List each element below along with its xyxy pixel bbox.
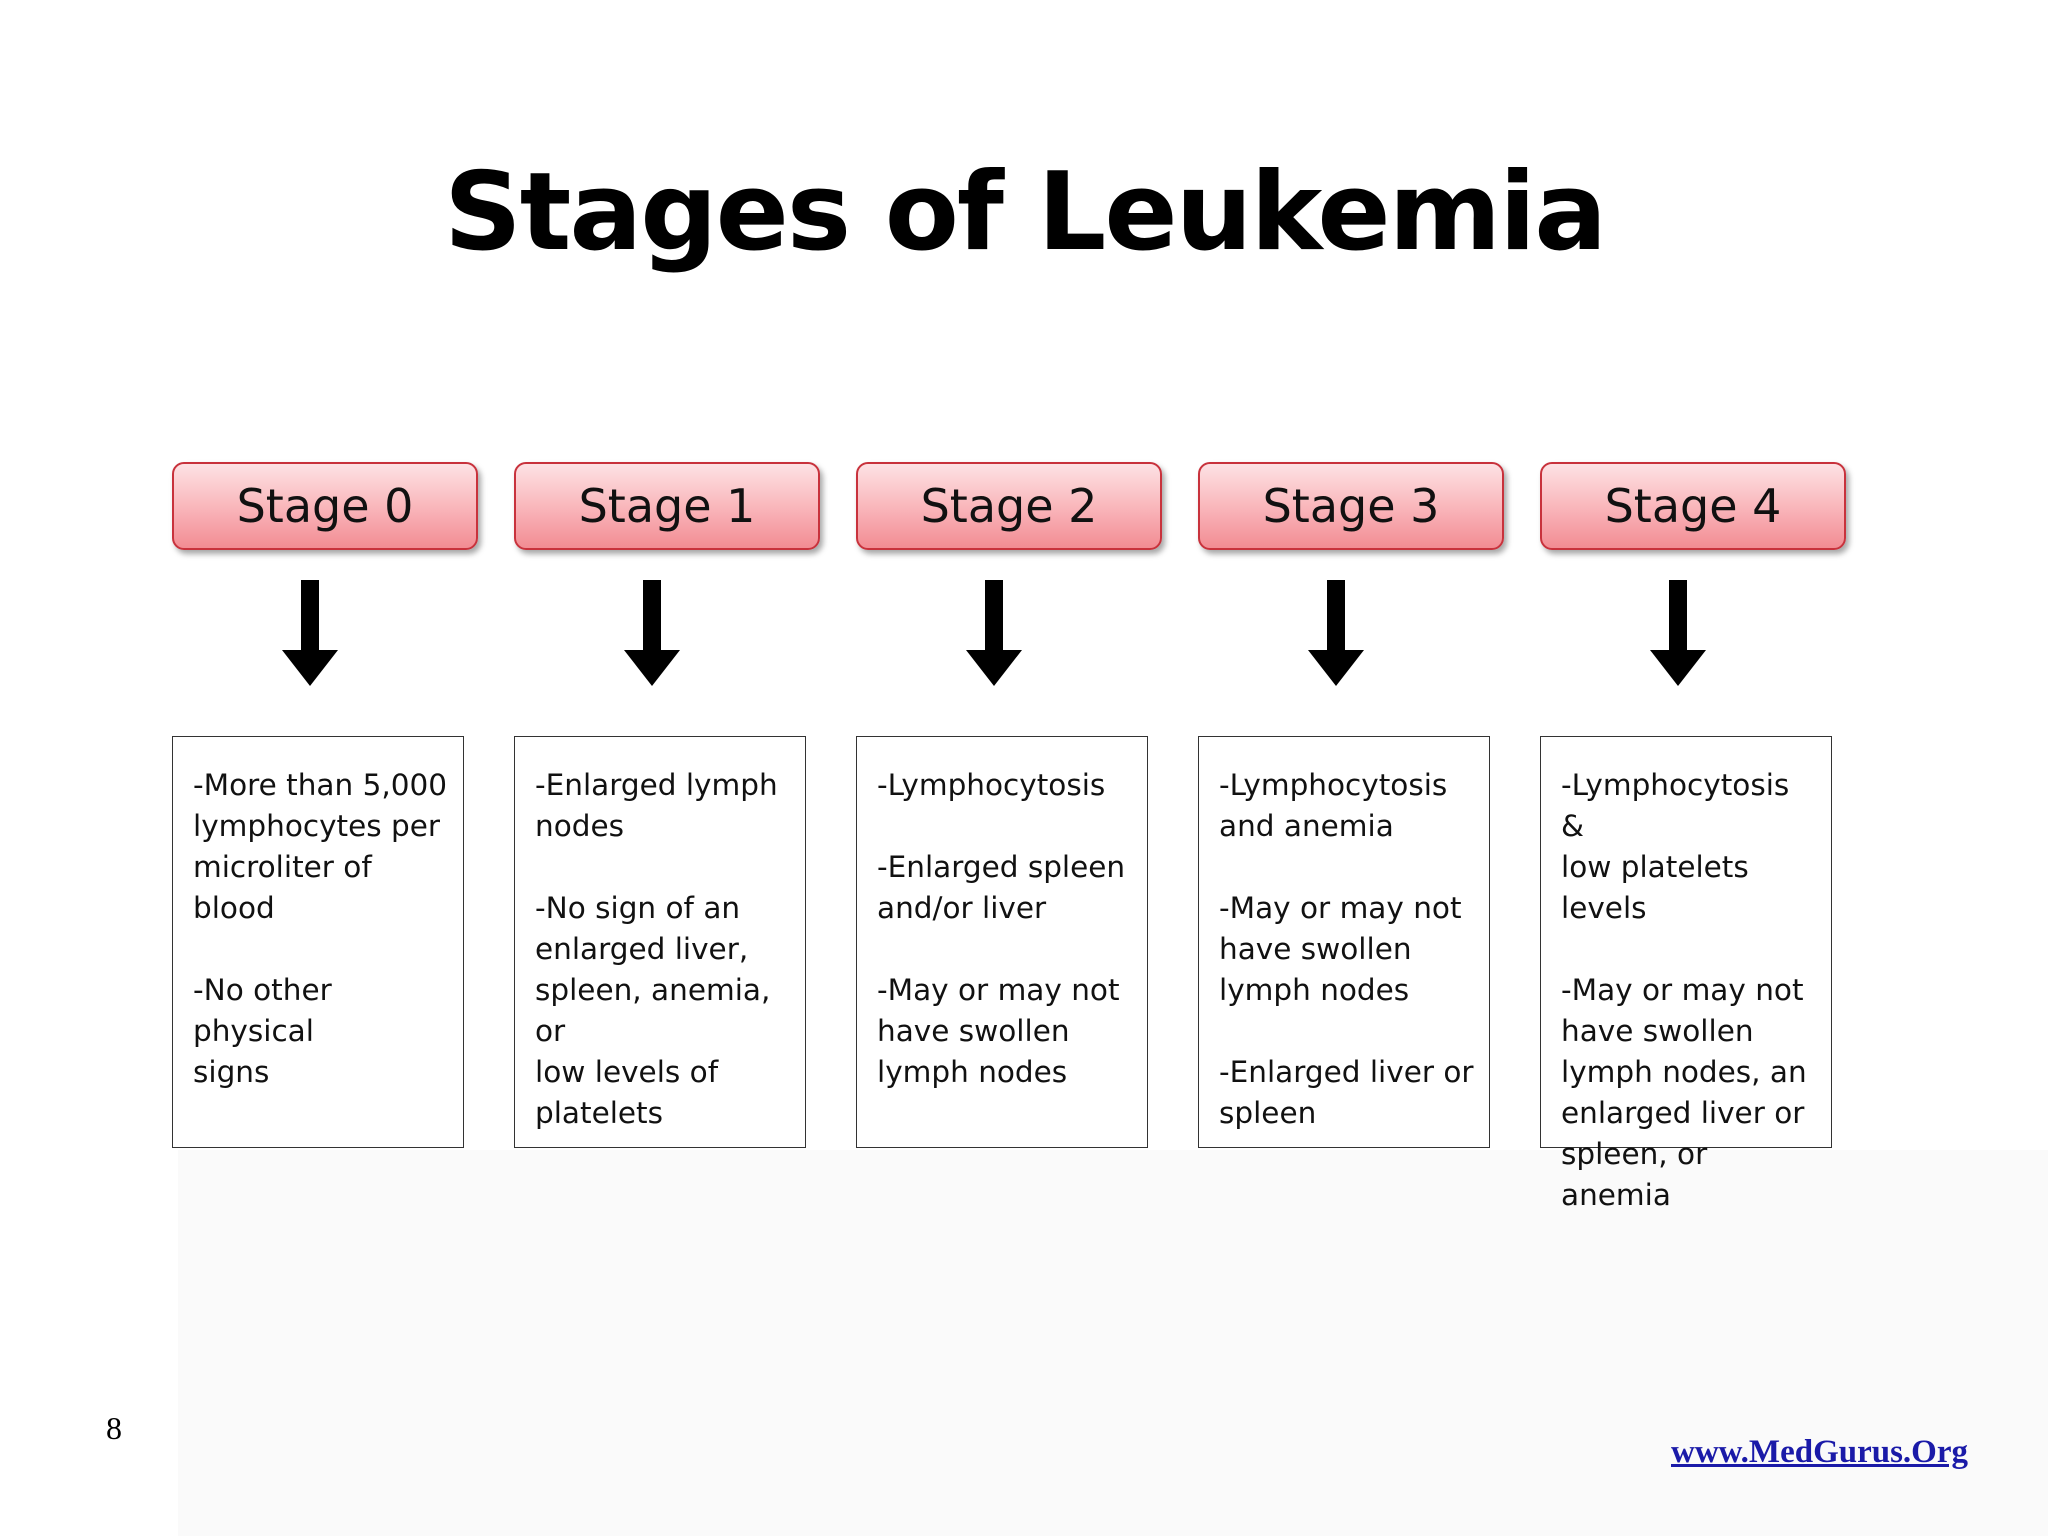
stage-label: Stage 3 xyxy=(1262,479,1440,533)
down-arrow-icon xyxy=(1308,580,1364,686)
stage-column: Stage 3 -Lymphocytosis and anemia -May o… xyxy=(1198,0,1508,1536)
stage-detail: -May or may not have swollen lymph nodes… xyxy=(1561,973,1807,1212)
stage-detail: -Enlarged spleen and/or liver xyxy=(877,850,1126,925)
stage-details: -Enlarged lymph nodes -No sign of an enl… xyxy=(514,736,806,1148)
stage-detail: -May or may not have swollen lymph nodes xyxy=(877,973,1120,1089)
stage-header: Stage 0 xyxy=(172,462,478,550)
stage-detail: -May or may not have swollen lymph nodes xyxy=(1219,891,1462,1007)
stage-column: Stage 2 -Lymphocytosis -Enlarged spleen … xyxy=(856,0,1166,1536)
stage-header: Stage 4 xyxy=(1540,462,1846,550)
slide-title: Stages of Leukemia xyxy=(444,150,1607,275)
stage-detail: -Enlarged lymph nodes xyxy=(535,768,778,843)
stage-column: Stage 1 -Enlarged lymph nodes -No sign o… xyxy=(514,0,824,1536)
stage-detail: -Enlarged liver or spleen xyxy=(1219,1055,1474,1130)
stage-header: Stage 3 xyxy=(1198,462,1504,550)
page-number: 8 xyxy=(106,1410,122,1446)
stage-detail: -Lymphocytosis & low platelets levels xyxy=(1561,768,1790,925)
footer-background xyxy=(178,1150,2048,1536)
stage-details: -Lymphocytosis and anemia -May or may no… xyxy=(1198,736,1490,1148)
stage-detail: -No sign of an enlarged liver, spleen, a… xyxy=(535,891,771,1130)
stage-label: Stage 1 xyxy=(578,479,756,533)
stage-details: -More than 5,000 lymphocytes per microli… xyxy=(172,736,464,1148)
stage-detail: -No other physical signs xyxy=(193,973,332,1089)
stage-header: Stage 2 xyxy=(856,462,1162,550)
stage-column: Stage 0 -More than 5,000 lymphocytes per… xyxy=(172,0,482,1536)
stage-column: Stage 4 -Lymphocytosis & low platelets l… xyxy=(1540,0,1850,1536)
stage-detail: -Lymphocytosis and anemia xyxy=(1219,768,1448,843)
stage-details: -Lymphocytosis & low platelets levels -M… xyxy=(1540,736,1832,1212)
down-arrow-icon xyxy=(1650,580,1706,686)
stage-detail: -Lymphocytosis xyxy=(877,768,1106,802)
stage-label: Stage 2 xyxy=(920,479,1098,533)
stage-header: Stage 1 xyxy=(514,462,820,550)
stage-label: Stage 4 xyxy=(1604,479,1782,533)
footer-link[interactable]: www.MedGurus.Org xyxy=(1671,1434,1968,1470)
down-arrow-icon xyxy=(624,580,680,686)
stage-details: -Lymphocytosis -Enlarged spleen and/or l… xyxy=(856,736,1148,1148)
stage-label: Stage 0 xyxy=(236,479,414,533)
down-arrow-icon xyxy=(282,580,338,686)
down-arrow-icon xyxy=(966,580,1022,686)
stage-detail: -More than 5,000 lymphocytes per microli… xyxy=(193,768,448,925)
